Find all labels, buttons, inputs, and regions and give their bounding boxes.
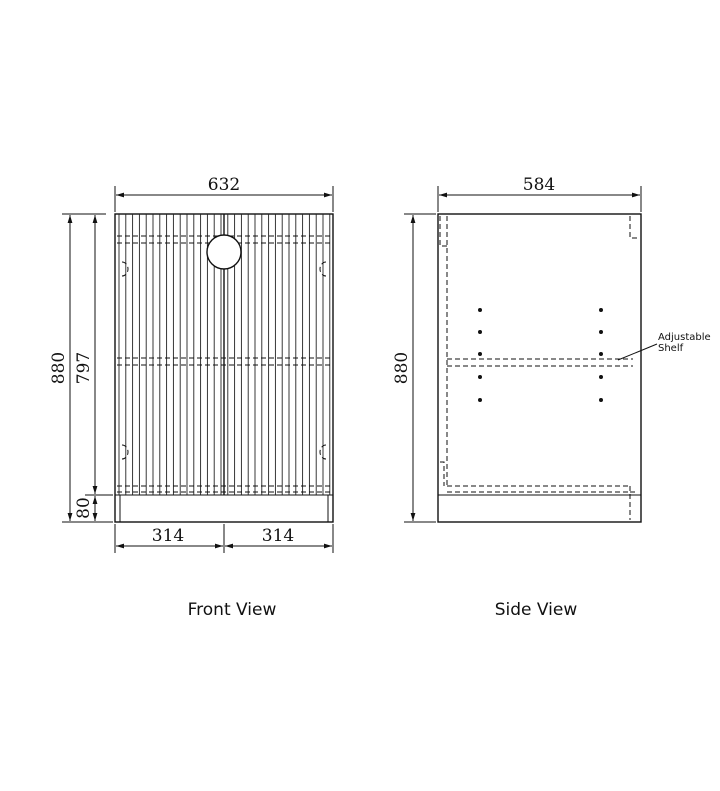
shelf-note-line1: Adjustable [658,332,711,343]
left-width-label: 314 [152,526,184,546]
side-cabinet-outline [437,213,642,523]
shelf-note-leader [617,343,658,361]
side-depth-label: 584 [523,175,555,195]
front-slats [118,214,331,495]
shelf-note-line2: Shelf [658,343,684,354]
plumbing-cutout-circle [206,234,242,270]
shelf-pin-holes [478,308,603,402]
plinth-label: 80 [74,497,94,519]
side-height-label: 880 [392,352,412,384]
side-view-caption: Side View [495,600,578,620]
front-view: 632 880 797 80 314 314 Front View [49,175,334,620]
door-height-label: 797 [74,352,94,384]
front-view-caption: Front View [188,600,277,620]
front-height-label: 880 [49,352,69,384]
side-view: Adjustable Shelf 584 880 Side View [392,175,711,620]
right-width-label: 314 [262,526,294,546]
front-width-label: 632 [208,175,240,195]
hinge-icon [121,261,327,460]
